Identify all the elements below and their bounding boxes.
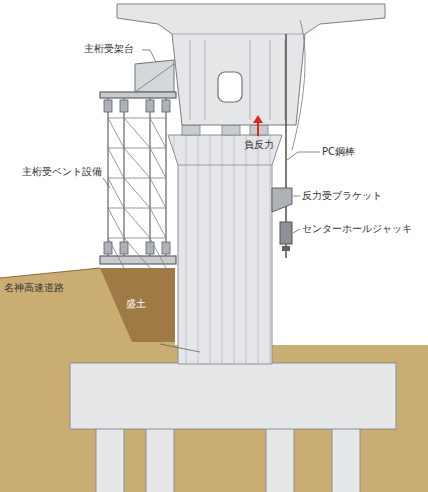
bent-jacks (104, 100, 170, 254)
bent-tower (100, 92, 176, 264)
road-surface (0, 268, 100, 278)
part-label: 盛土 (126, 298, 146, 310)
place-label: 名神高速道路 (4, 282, 64, 294)
girder-support-frame (135, 60, 174, 92)
footing (70, 363, 396, 429)
center-hole-jack (280, 222, 292, 244)
part-label: 負反力 (244, 139, 274, 151)
leader-lines (103, 50, 320, 352)
part-label: 主桁受架台 (84, 43, 134, 55)
part-label: 主桁受ベント設備 (22, 166, 102, 178)
main-girder (117, 4, 385, 125)
reaction-arrow (257, 121, 259, 136)
embankment (100, 268, 175, 342)
manhole (218, 72, 242, 102)
reaction-bracket (272, 188, 292, 212)
part-label: センターホールジャッキ (302, 223, 412, 235)
pier-column (168, 135, 282, 364)
bent-braces (108, 118, 166, 268)
piles (96, 428, 360, 492)
part-label: PC鋼棒 (322, 146, 355, 158)
bearings (182, 125, 268, 135)
part-label: 反力受ブラケット (302, 190, 382, 202)
